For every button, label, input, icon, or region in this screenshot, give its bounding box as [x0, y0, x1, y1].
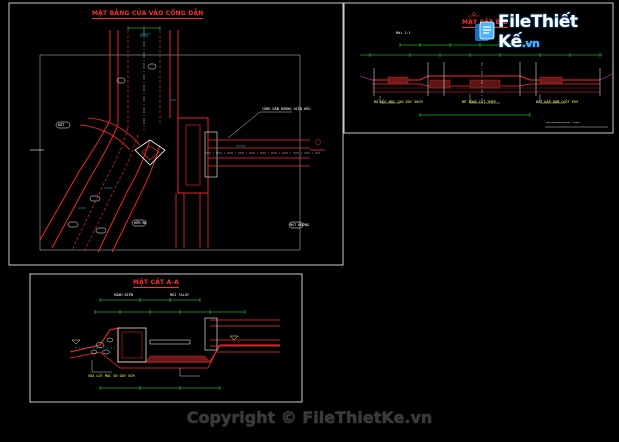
left-area-label: ĐẤT [58, 123, 65, 127]
logo-text: FileThiết Kế.vn [498, 12, 619, 52]
dim-label-2: RÃNH BIÊN [114, 293, 133, 297]
dim-label-3: MÁI TALUY [170, 293, 189, 297]
plan-title: MẶT BẰNG CỬA VÀO CỐNG DẪN [92, 10, 204, 17]
logo-main-text: FileThiết Kế [498, 12, 578, 52]
dim-label-1: Mái 1:1 [396, 31, 411, 35]
logo-tld-text: .vn [521, 37, 540, 50]
filethietke-logo: FileThiết Kế.vn [474, 12, 619, 52]
plan-frame [8, 2, 344, 266]
section-b-frame [343, 2, 614, 134]
note-1: ĐÁ HỘC MÁC 150 DÀY 30CM [374, 100, 423, 104]
section-b-view [359, 12, 613, 128]
plan-view [30, 26, 325, 253]
note-2: VỮA LÓT MÁC 50 DÀY 5CM [88, 374, 135, 378]
logo-mark-icon [474, 21, 496, 43]
note-4: ĐẤT ĐẮP ĐẦM CHẶT K95 [536, 100, 579, 104]
sheet-code: ~~~~~~~~~~ ~~~ [546, 120, 580, 125]
section-a-view [69, 298, 280, 390]
bottom-area-label: HẺM BỜ [134, 221, 147, 225]
section-a-frame [29, 273, 303, 403]
right-area-label: MẶT ĐƯỜNG [290, 223, 309, 227]
section-a-title: MẶT CẮT A-A [133, 279, 180, 286]
note-3: BÊ TÔNG CỐT THÉP [462, 100, 496, 104]
road-label: CỐNG DẪN ĐƯỜNG HIỆN HỮU [262, 107, 311, 111]
copyright-watermark: Copyright © FileThietKe.vn [186, 408, 433, 427]
